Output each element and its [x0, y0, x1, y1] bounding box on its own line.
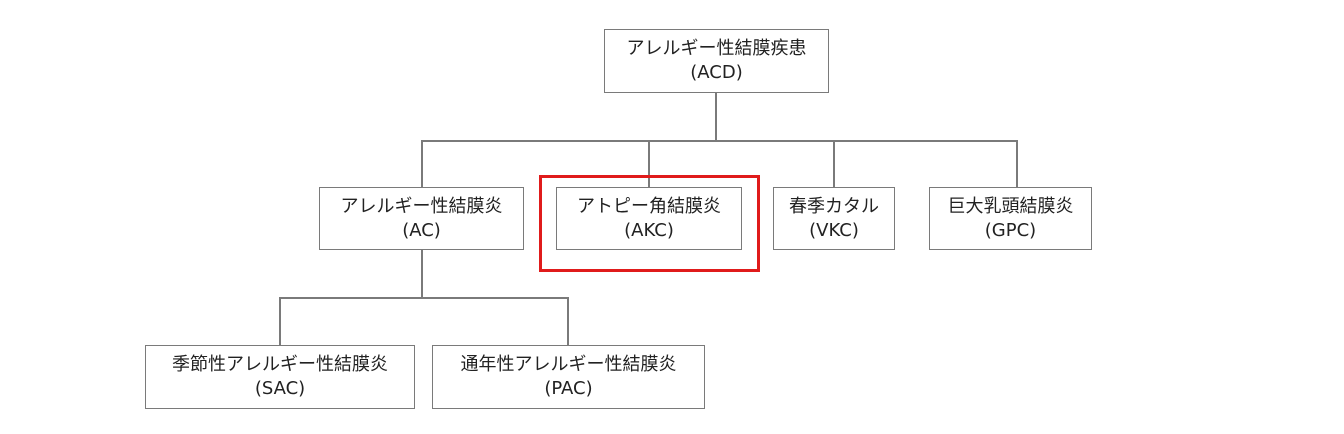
connector	[279, 297, 281, 345]
node-abbr: (SAC)	[254, 378, 306, 399]
connector	[279, 297, 568, 299]
node-acd: アレルギー性結膜疾患 (ACD)	[604, 29, 829, 93]
node-label: 春季カタル	[789, 195, 879, 217]
connector	[648, 140, 650, 187]
connector	[567, 297, 569, 345]
connector	[421, 140, 1017, 142]
node-label: アレルギー性結膜疾患	[626, 38, 807, 59]
node-abbr: (GPC)	[984, 219, 1037, 241]
node-gpc: 巨大乳頭結膜炎 (GPC)	[929, 187, 1092, 250]
node-label: アレルギー性結膜炎	[340, 195, 503, 217]
node-abbr: (AKC)	[624, 219, 674, 241]
node-abbr: (ACD)	[690, 62, 743, 83]
connector	[421, 140, 423, 187]
node-akc: アトピー角結膜炎 (AKC)	[556, 187, 742, 250]
node-vkc: 春季カタル (VKC)	[773, 187, 895, 250]
connector	[833, 140, 835, 187]
node-abbr: (AC)	[402, 219, 441, 241]
node-pac: 通年性アレルギー性結膜炎 (PAC)	[432, 345, 705, 409]
node-label: 通年性アレルギー性結膜炎	[460, 354, 677, 375]
node-ac: アレルギー性結膜炎 (AC)	[319, 187, 524, 250]
node-label: 季節性アレルギー性結膜炎	[172, 354, 388, 375]
node-abbr: (PAC)	[544, 378, 593, 399]
connector	[421, 250, 423, 297]
connector	[715, 93, 717, 140]
node-label: アトピー角結膜炎	[577, 195, 721, 217]
node-abbr: (VKC)	[809, 219, 859, 241]
node-label: 巨大乳頭結膜炎	[947, 195, 1074, 217]
connector	[1016, 140, 1018, 187]
node-sac: 季節性アレルギー性結膜炎 (SAC)	[145, 345, 415, 409]
highlight-frame	[539, 175, 760, 272]
